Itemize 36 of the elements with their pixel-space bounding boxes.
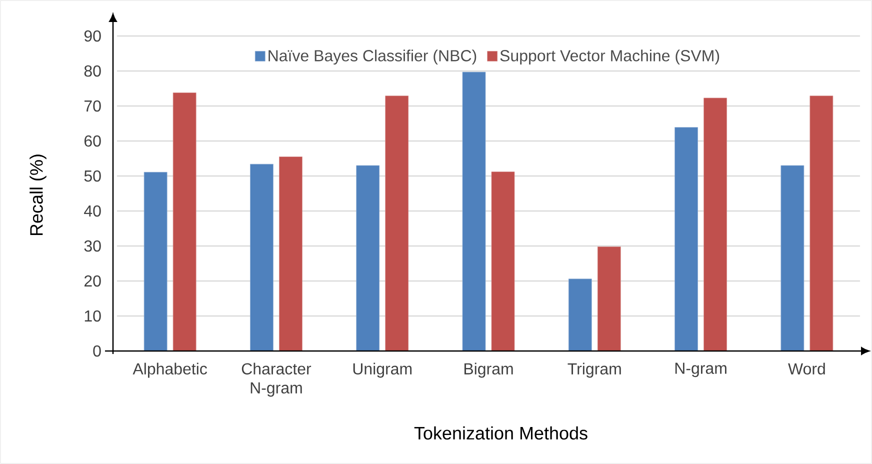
y-tick-label: 80 (84, 65, 101, 77)
bar (462, 72, 486, 351)
y-axis-title: Recall (%) (30, 154, 46, 236)
bar (279, 156, 302, 351)
bar (491, 172, 515, 351)
bar (704, 98, 727, 351)
x-axis-title: Tokenization Methods (414, 426, 588, 440)
bar (597, 246, 621, 351)
y-tick-label: 40 (84, 205, 101, 217)
bar (356, 165, 380, 351)
bar (674, 127, 698, 351)
y-tick-label: 0 (93, 345, 101, 357)
bar (250, 164, 274, 351)
bar (780, 165, 804, 351)
x-tick-label: Alphabetic (132, 362, 207, 378)
bar (810, 96, 834, 351)
y-tick-label: 70 (84, 100, 101, 112)
x-tick-label: Word (788, 362, 825, 375)
y-tick-label: 50 (84, 170, 101, 182)
x-tick-label: Trigram (568, 362, 621, 378)
bar (385, 96, 409, 351)
x-tick-label: Bigram (464, 362, 513, 378)
legend-label: Support Vector Machine (SVM) (500, 50, 720, 65)
y-tick-label: 30 (84, 240, 101, 252)
y-tick-label: 20 (84, 275, 101, 287)
bar (568, 278, 592, 351)
y-tick-label: 60 (84, 135, 101, 147)
legend-label: Naïve Bayes Classifier (NBC) (268, 50, 476, 65)
x-tick-label: Unigram (353, 362, 412, 378)
bar-chart: Alphabetic Character N-gram Unigram Bigram Trigram N-gram Word 0 10 20 30 40 50 60 70 80 90 Naïve Bayes Classifier (NBC) Support Vector Machine (SVM) Recall (%) Tokenization Methods (30, 14, 870, 440)
x-tick-label: N-gram (675, 362, 726, 378)
bar (172, 92, 196, 351)
y-tick-label: 10 (84, 310, 101, 322)
x-tick-label: Character N-gram (242, 362, 312, 397)
bar (144, 172, 168, 351)
y-tick-label: 90 (84, 30, 101, 42)
